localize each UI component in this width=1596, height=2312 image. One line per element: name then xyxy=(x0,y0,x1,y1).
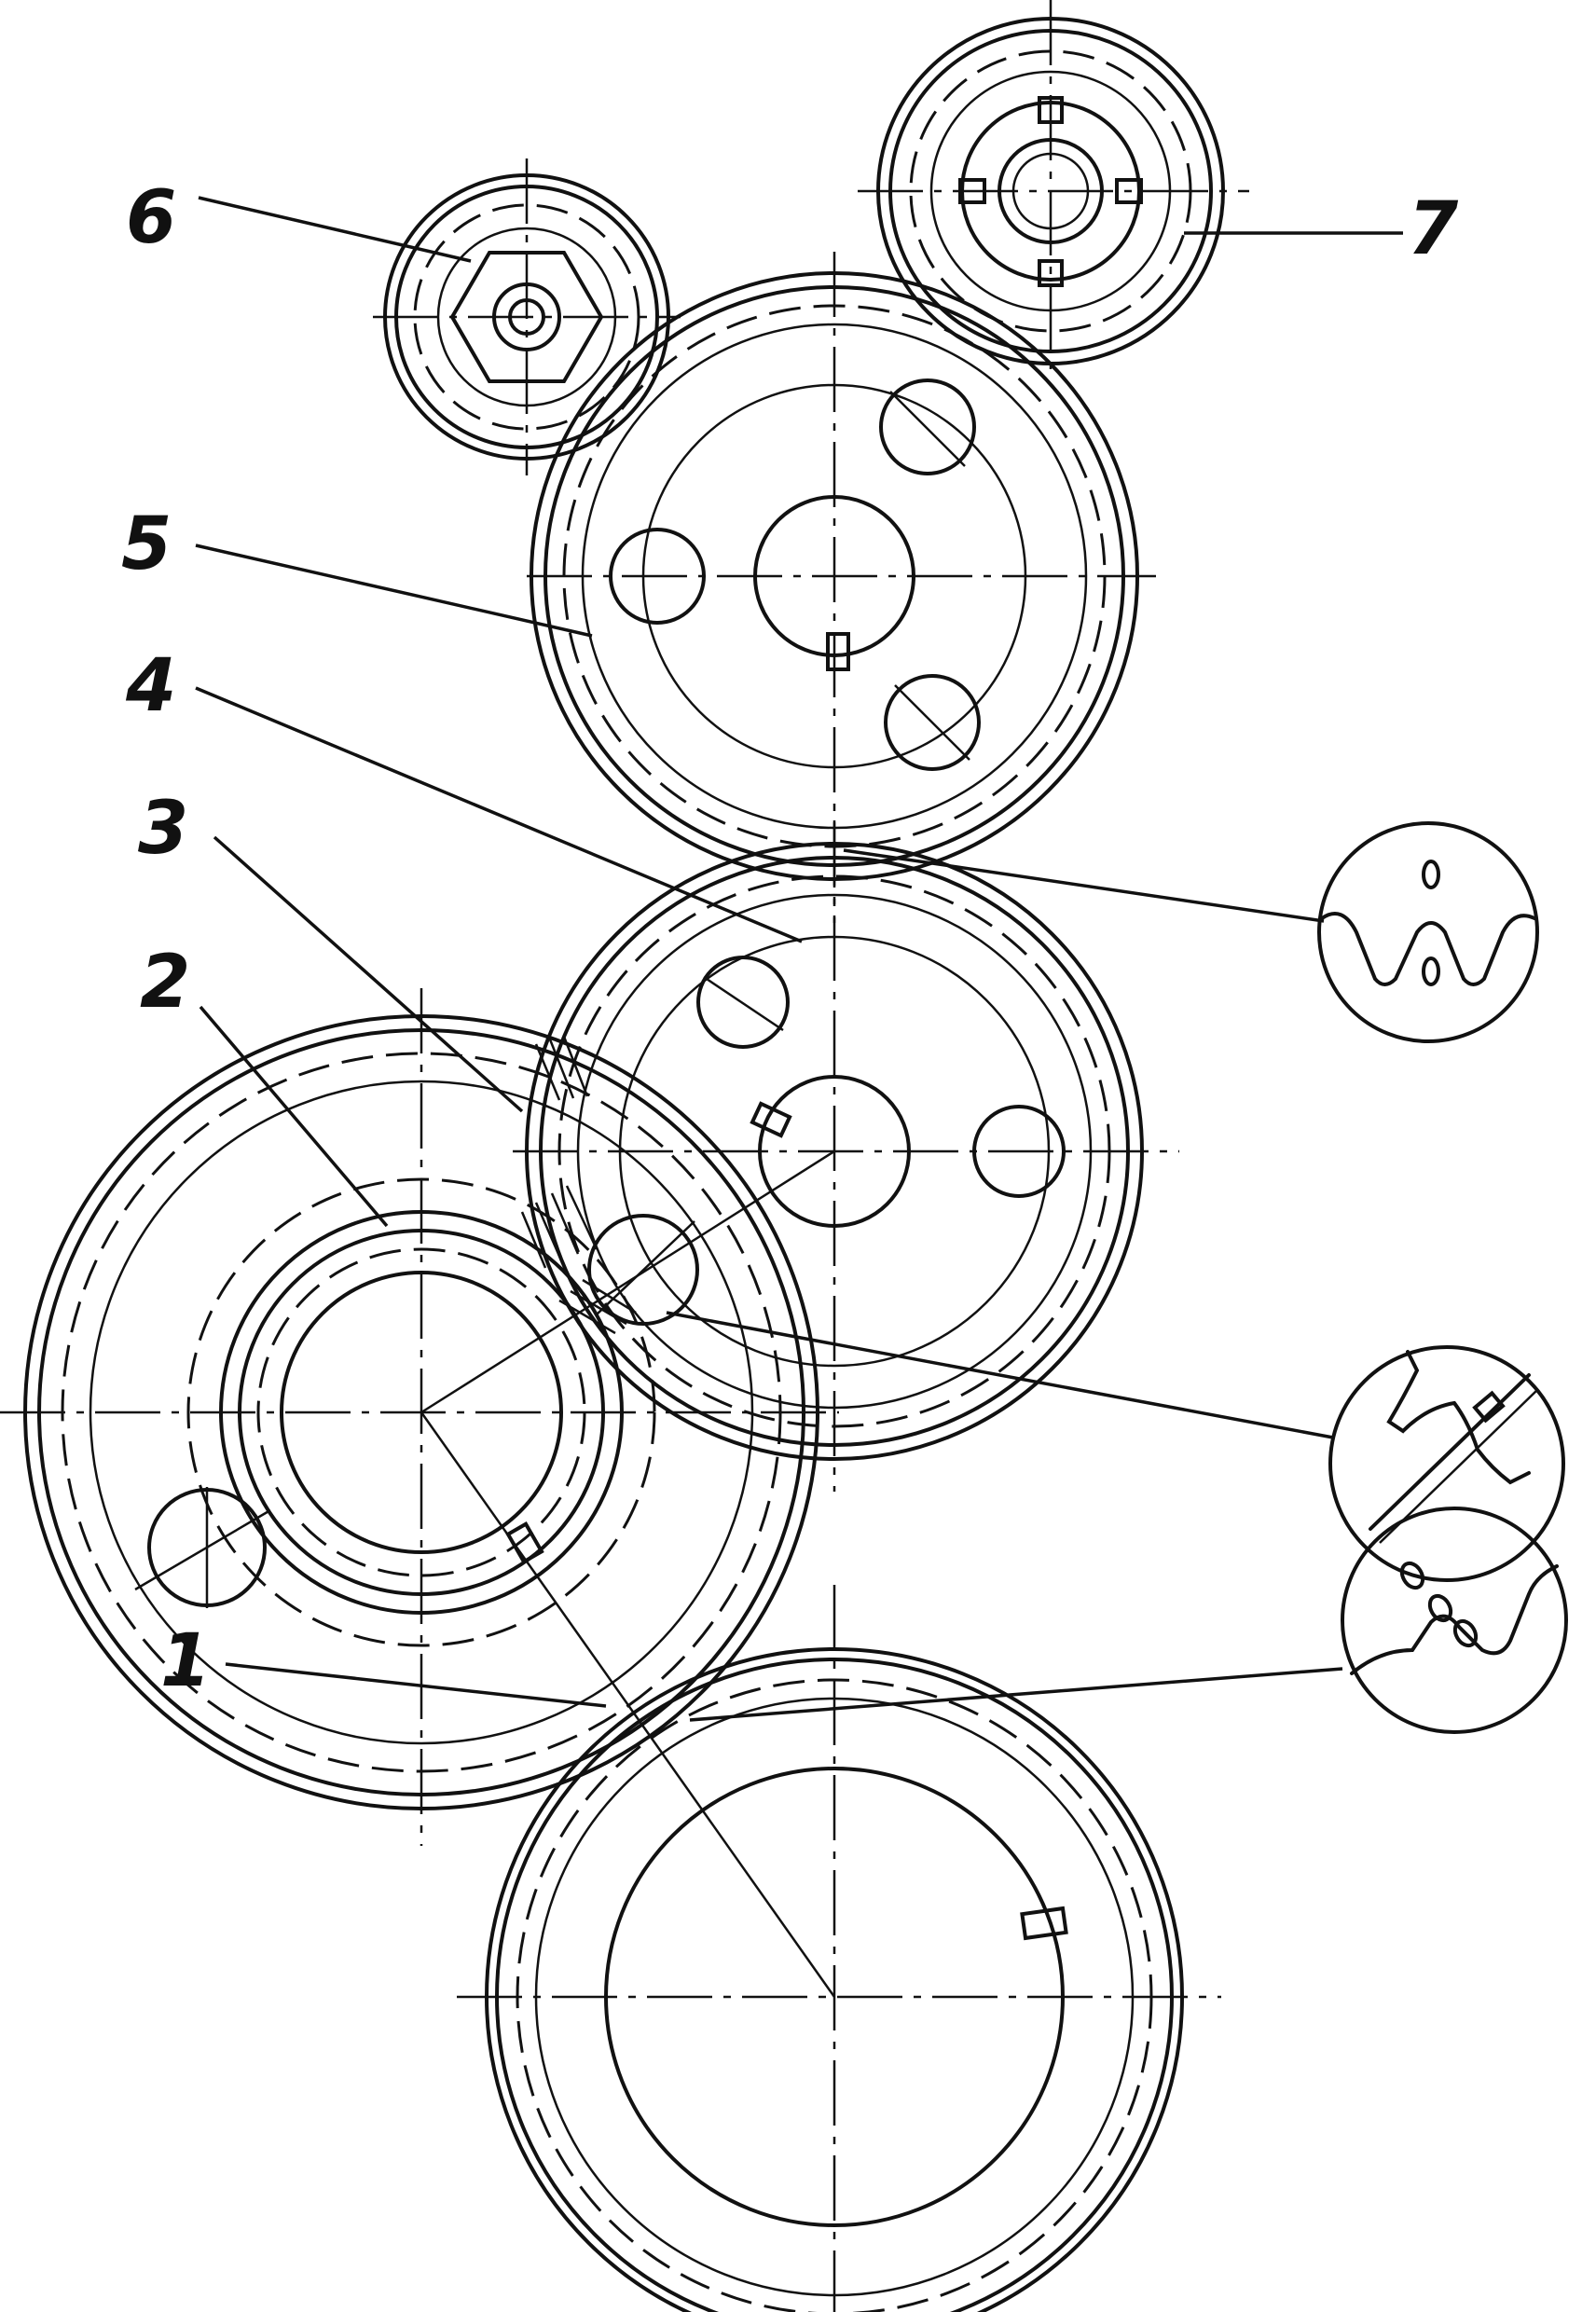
part-leaders xyxy=(195,196,1403,1708)
part-label-2: 2 xyxy=(140,941,190,1025)
part-label-5: 5 xyxy=(121,502,172,586)
gear-2 xyxy=(0,988,839,1998)
part-label-4: 4 xyxy=(125,644,176,728)
inset-leaders xyxy=(666,848,1343,1722)
gear-7 xyxy=(858,0,1249,373)
mesh-detail-inset-1 xyxy=(1317,821,1539,1043)
gear-6 xyxy=(373,158,681,475)
mesh-detail-inset-2 xyxy=(1328,1345,1565,1582)
gear-1 xyxy=(457,1585,1221,2312)
part-label-3: 3 xyxy=(138,787,188,871)
mesh-detail-inset-3 xyxy=(1341,1507,1568,1734)
gear-5 xyxy=(527,252,1156,923)
part-numbers: 6 7 5 4 3 2 1 xyxy=(121,176,1459,1703)
part-label-6: 6 xyxy=(126,176,176,260)
part-label-7: 7 xyxy=(1408,187,1459,271)
gear-3-mesh-zone xyxy=(520,1036,637,1335)
part-label-1: 1 xyxy=(160,1619,211,1703)
